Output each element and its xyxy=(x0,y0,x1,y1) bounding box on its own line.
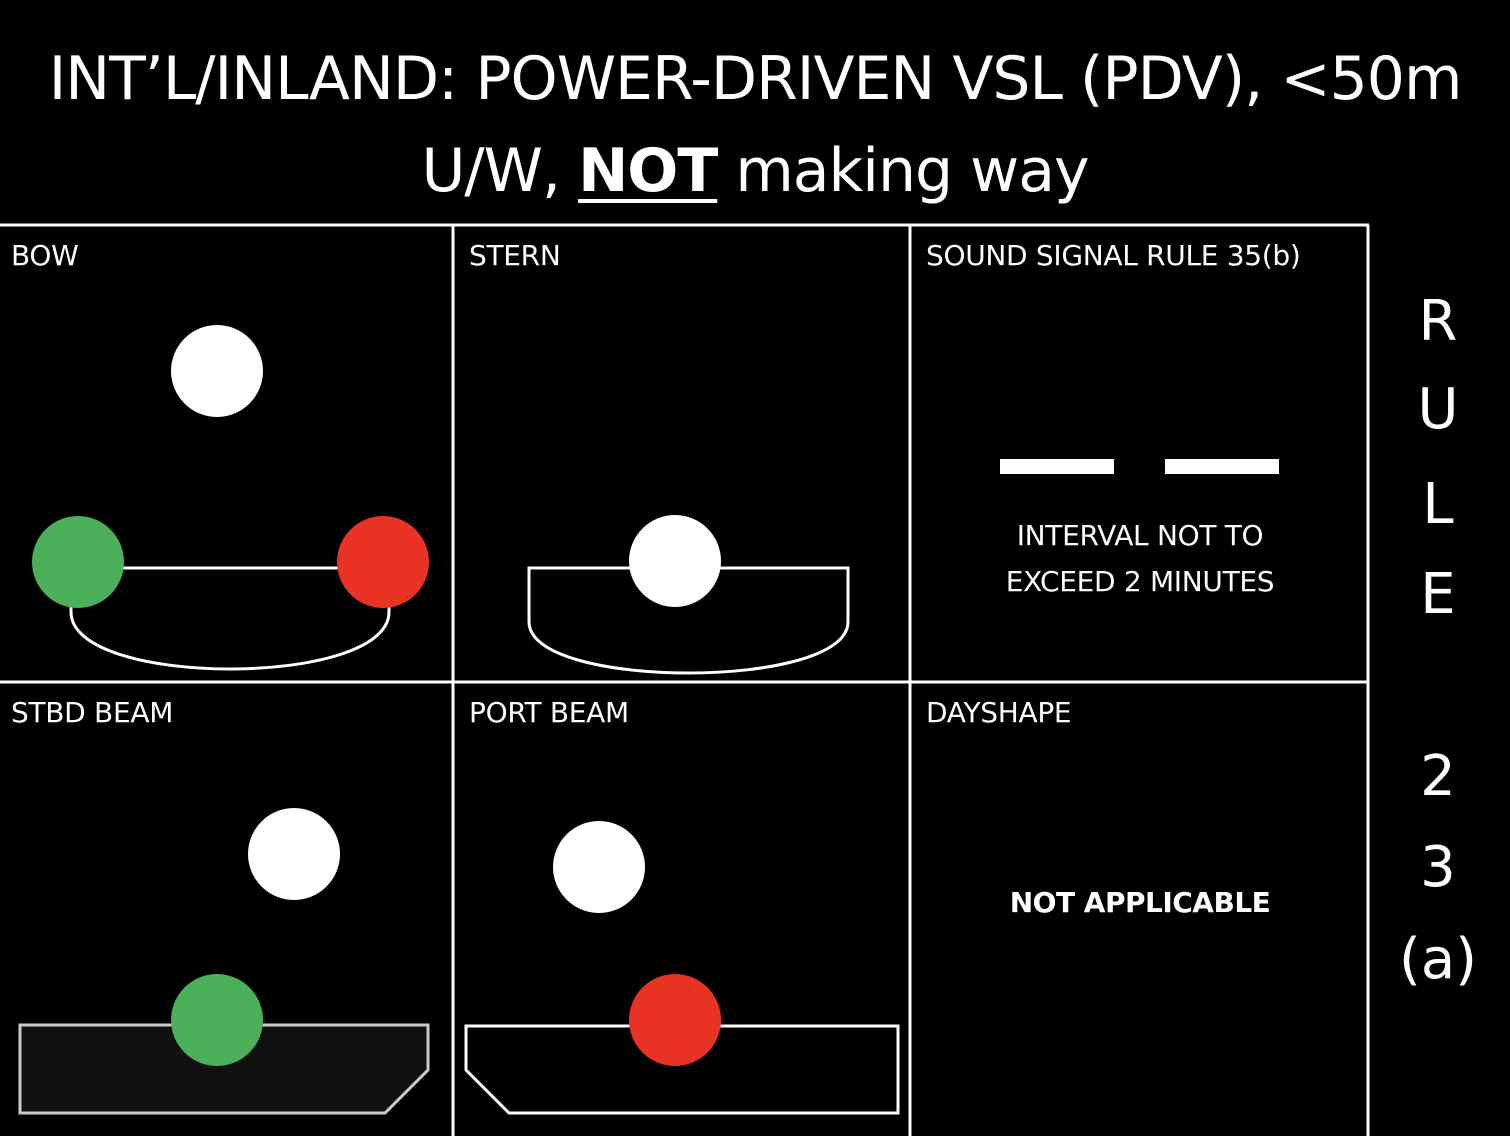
title-line2-prefix: U/W, xyxy=(421,136,579,206)
bow-green-sidelight xyxy=(32,516,124,608)
title-emphasis: NOT xyxy=(578,136,718,206)
rule-char-e: E xyxy=(1420,562,1456,627)
title-line2-suffix: making way xyxy=(717,136,1089,206)
prolonged-blast-2 xyxy=(1165,459,1279,474)
port-beam-drawing xyxy=(464,821,900,1115)
stbd-beam-label: STBD BEAM xyxy=(11,696,174,729)
port-hull-outline xyxy=(464,1024,900,1115)
sound-signal-note-line-1: INTERVAL NOT TO xyxy=(1016,519,1264,552)
bow-drawing xyxy=(32,325,429,671)
port-red-sidelight xyxy=(629,974,721,1066)
stern-hull-outline xyxy=(527,566,850,675)
bow-masthead-light xyxy=(171,325,263,417)
prolonged-blast-1 xyxy=(1000,459,1114,474)
rule-char-l: L xyxy=(1422,472,1454,537)
sound-signal-drawing xyxy=(1000,459,1279,474)
stbd-masthead-light xyxy=(248,808,340,900)
stbd-hull-outline xyxy=(18,1023,430,1115)
stbd-green-sidelight xyxy=(171,974,263,1066)
bow-red-sidelight xyxy=(337,516,429,608)
rule-number-3: 3 xyxy=(1420,835,1456,900)
rule-number-2: 2 xyxy=(1420,744,1456,809)
dayshape-label: DAYSHAPE xyxy=(926,696,1072,729)
stern-label: STERN xyxy=(469,239,561,272)
rule-char-r: R xyxy=(1418,289,1458,354)
bow-label: BOW xyxy=(11,239,79,272)
page-title-line-2: U/W, NOT making way xyxy=(0,136,1510,206)
page-title-line-1: INT’L/INLAND: POWER-DRIVEN VSL (PDV), <5… xyxy=(48,44,1463,114)
bow-hull-outline xyxy=(69,598,391,671)
stern-drawing xyxy=(527,515,850,675)
sound-signal-label: SOUND SIGNAL RULE 35(b) xyxy=(926,239,1301,272)
port-beam-label: PORT BEAM xyxy=(469,696,629,729)
panel-grid xyxy=(0,223,1370,1136)
dayshape-value: NOT APPLICABLE xyxy=(1009,886,1271,919)
port-masthead-light xyxy=(553,821,645,913)
sound-signal-note-line-2: EXCEED 2 MINUTES xyxy=(1005,565,1275,598)
stbd-beam-drawing xyxy=(18,808,430,1115)
stern-light xyxy=(629,515,721,607)
rule-char-u: U xyxy=(1417,377,1459,442)
rule-sub-a: (a) xyxy=(1398,927,1477,992)
